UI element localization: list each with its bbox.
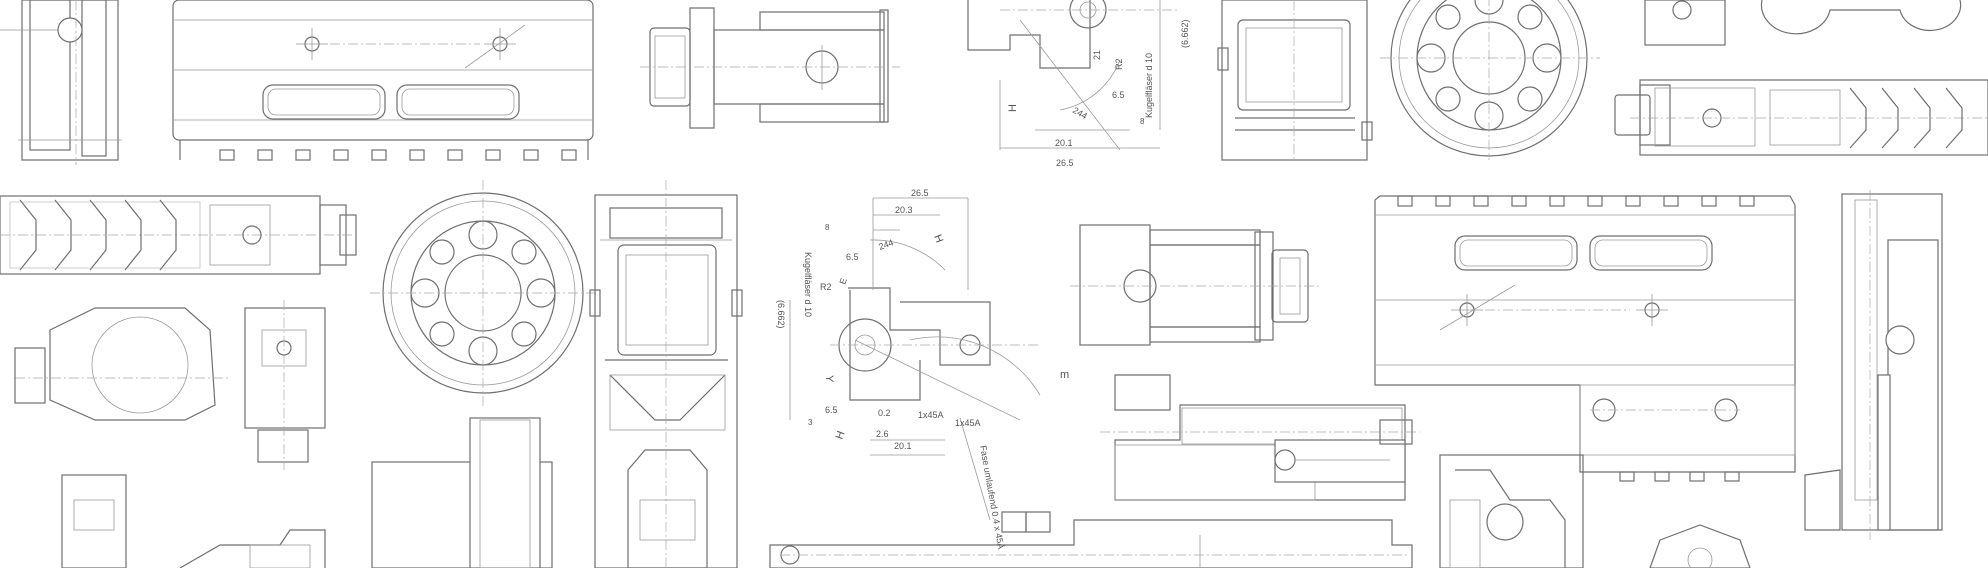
dim-6-5b-center: 6.5 (825, 405, 838, 415)
section-view-right-edge (1804, 190, 1943, 540)
dim-244-center: 244 (877, 237, 895, 252)
rail-teeth-middle (1397, 195, 1755, 207)
dim-h-top: H (1007, 104, 1019, 112)
dim-y-center: Y (823, 375, 835, 383)
dim-26-5-center: 26.5 (911, 188, 929, 198)
dim-1x45a-b-center: 1x45A (955, 418, 981, 428)
note-fase-center: Fase umlaufend 0.4 x 45Å (978, 445, 1006, 550)
dim-6-5-center: 6.5 (846, 252, 859, 262)
handguard-rail-middle (1374, 195, 1796, 482)
dim-3-center: 3 (808, 418, 813, 427)
bushing-side-view-center (1070, 224, 1320, 346)
dim-20-1-center: 20.1 (894, 441, 912, 451)
muzzle-face-middle (370, 180, 596, 406)
dim-1x45a-center: 1x45A (918, 410, 944, 420)
dim-8-center: 8 (825, 223, 830, 232)
dim-8-top: 8 (1140, 117, 1145, 126)
dim-244-top: 244 (1071, 105, 1089, 121)
rail-teeth (179, 140, 589, 161)
dim-20-3-center: 20.3 (895, 205, 913, 215)
bottom-left-fragments (61, 474, 326, 569)
dim-ball-top: Kugelfläser d 10 (1144, 53, 1154, 118)
section-view-top-left (0, 0, 122, 165)
suppressor-side-left (0, 195, 360, 275)
suppressor-side-top-right (1614, 79, 1988, 156)
rail-teeth-lower (1619, 471, 1740, 482)
receiver-section-top (1217, 0, 1373, 161)
dim-m-center: m (1060, 369, 1069, 381)
dim-h2-center: H (834, 429, 848, 441)
dimensioned-part-center: 26.5 20.3 8 6.5 244 H R2 E Kugelfläser d… (776, 188, 1069, 550)
dim-6662-center: (6.662) (776, 300, 786, 329)
dim-r2-center: R2 (820, 282, 832, 292)
vertical-assembly-section (589, 180, 743, 569)
muzzle-face-top (1380, 0, 1600, 160)
dim-r2-top: R2 (1114, 58, 1124, 70)
dim-6662-top: (6.662) (1180, 19, 1190, 48)
dim-21-top: 21 (1092, 50, 1102, 60)
small-block-top-right (1644, 0, 1962, 46)
hatched-assembly-center-bottom (1100, 374, 1420, 501)
handguard-rail-top (172, 0, 594, 161)
dim-20-1-top: 20.1 (1055, 138, 1073, 148)
dim-6-5-top: 6.5 (1112, 90, 1125, 100)
dim-ball-center: Kugelfläser d 10 (803, 252, 813, 317)
dim-26-5-top: 26.5 (1056, 158, 1074, 168)
octagon-fitting-left (14, 307, 230, 421)
dim-h-center: H (931, 233, 945, 245)
dim-02-center: 0.2 (878, 408, 891, 418)
dim-e-center: E (837, 277, 848, 286)
dimensioned-part-top: 26.5 20.1 H 244 6.5 R2 21 Kugelfläser d … (967, 0, 1190, 168)
bottom-rail-part (769, 511, 1413, 569)
bushing-side-view-top (640, 7, 900, 129)
small-bushing-left (244, 300, 326, 470)
bottom-block-hatched (371, 417, 553, 569)
dim-2-6-center: 2.6 (876, 429, 889, 439)
